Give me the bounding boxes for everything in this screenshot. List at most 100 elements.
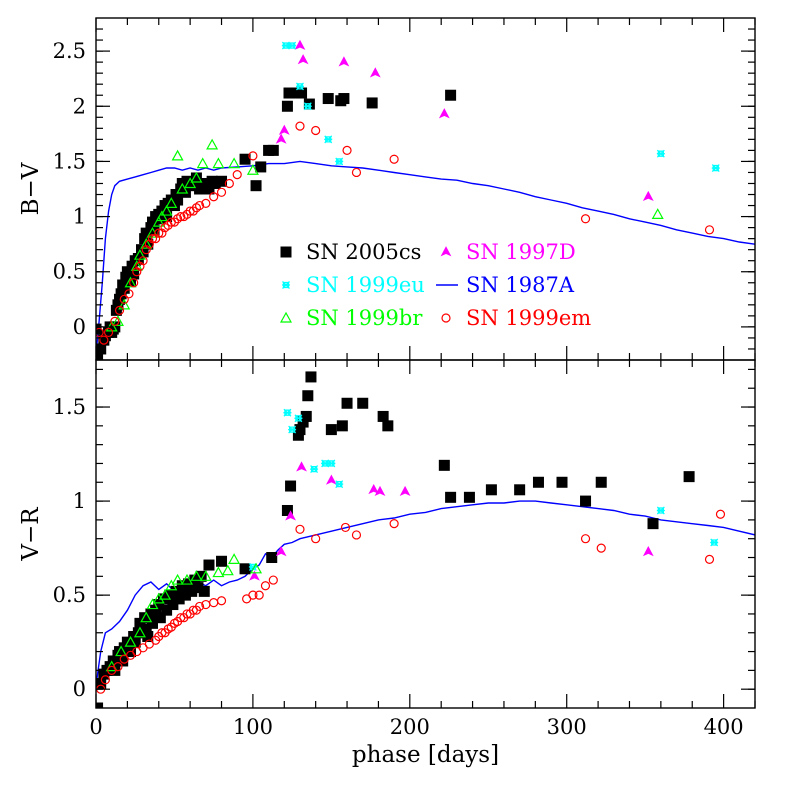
data-point-sn-2005cs xyxy=(239,153,251,165)
data-point-sn-1999em xyxy=(704,554,715,564)
data-point-sn-2005cs xyxy=(325,424,337,436)
data-point-sn-2005cs xyxy=(161,604,173,616)
data-point-sn-2005cs xyxy=(142,631,154,643)
data-point-sn-2005cs xyxy=(170,585,182,597)
data-point-sn-2005cs xyxy=(267,144,279,156)
data-point-sn-1999em xyxy=(254,590,264,600)
data-point-sn-1997d xyxy=(325,474,337,485)
data-point-sn-2005cs xyxy=(112,299,124,311)
data-point-sn-2005cs xyxy=(110,304,122,316)
data-point-sn-1999eu xyxy=(335,157,344,166)
data-point-sn-1997d xyxy=(294,39,306,50)
y-tick-label: 0.5 xyxy=(53,260,86,284)
data-point-sn-1999em xyxy=(580,534,591,544)
data-point-sn-1999em xyxy=(154,228,164,238)
data-point-sn-1999em xyxy=(124,289,134,299)
data-point-sn-1999em xyxy=(311,125,321,136)
data-point-sn-1999em xyxy=(129,278,139,288)
data-point-sn-2005cs xyxy=(296,87,308,99)
data-point-sn-2005cs xyxy=(250,180,262,192)
data-point-sn-2005cs xyxy=(168,200,180,212)
data-point-sn-2005cs xyxy=(139,233,151,245)
x-tick-label: 100 xyxy=(233,715,273,739)
data-point-sn-2005cs xyxy=(532,476,544,488)
data-point-sn-1999em xyxy=(176,211,186,222)
data-point-sn-1997d xyxy=(278,124,290,135)
data-point-sn-2005cs xyxy=(297,416,309,428)
data-point-sn-1999br xyxy=(155,210,168,222)
x-tick-label: 200 xyxy=(390,715,430,739)
data-point-sn-1997d xyxy=(438,108,450,119)
data-point-sn-2005cs xyxy=(96,678,107,690)
data-point-sn-2005cs xyxy=(255,161,267,173)
data-point-sn-1999em xyxy=(209,598,219,608)
data-point-sn-1999br xyxy=(152,215,165,227)
data-point-sn-2005cs xyxy=(167,599,179,611)
data-point-sn-1999br xyxy=(159,588,172,600)
data-point-sn-1999em xyxy=(119,294,129,304)
data-point-sn-2005cs xyxy=(216,175,228,187)
data-point-sn-1999br xyxy=(171,149,184,161)
data-point-sn-1999eu xyxy=(327,459,336,468)
data-point-sn-1999br xyxy=(124,276,137,288)
data-point-sn-1999em xyxy=(704,225,715,235)
data-point-sn-1999em xyxy=(311,534,321,544)
data-point-sn-2005cs xyxy=(283,87,295,99)
data-point-sn-2005cs xyxy=(115,288,127,300)
data-point-sn-2005cs xyxy=(190,172,202,184)
data-point-sn-1999em xyxy=(188,206,198,216)
data-point-sn-2005cs xyxy=(203,559,215,571)
data-point-sn-2005cs xyxy=(203,183,215,195)
data-point-sn-1999em xyxy=(138,256,148,266)
data-point-sn-2005cs xyxy=(195,570,207,582)
data-point-sn-1999br xyxy=(651,208,664,219)
plot-area xyxy=(96,39,755,360)
legend-swatch-sn-1999br xyxy=(279,311,293,323)
data-point-sn-1997d xyxy=(399,485,411,497)
data-point-sn-1999br xyxy=(212,566,225,578)
data-point-sn-1999br xyxy=(196,157,209,169)
data-point-sn-2005cs xyxy=(161,211,173,223)
data-point-sn-1999br xyxy=(180,573,194,585)
data-point-sn-2005cs xyxy=(114,293,126,305)
data-point-sn-1999br xyxy=(165,579,178,591)
data-point-sn-1999em xyxy=(110,316,120,326)
plot-frame xyxy=(95,359,756,709)
legend-swatch-sn-1997d xyxy=(440,246,452,257)
data-point-sn-1999em xyxy=(103,327,114,338)
data-point-sn-2005cs xyxy=(140,227,152,239)
data-point-sn-1999br xyxy=(221,564,234,576)
data-point-sn-2005cs xyxy=(336,420,348,432)
legend-swatch-sn-2005cs xyxy=(280,246,292,258)
data-point-sn-1999em xyxy=(151,234,161,244)
data-point-sn-1999br xyxy=(176,182,189,194)
data-point-sn-1999em xyxy=(132,267,142,277)
data-point-sn-1997d xyxy=(249,570,260,581)
data-point-sn-1997d xyxy=(369,67,381,78)
data-point-sn-1999eu xyxy=(248,562,257,571)
plot-area xyxy=(96,371,755,708)
data-point-sn-1999em xyxy=(201,198,211,208)
data-point-sn-2005cs xyxy=(132,253,144,265)
data-point-sn-1999eu xyxy=(288,425,297,434)
data-point-sn-2005cs xyxy=(198,585,210,597)
data-point-sn-2005cs xyxy=(154,612,166,624)
data-point-sn-2005cs xyxy=(96,702,104,708)
data-point-sn-2005cs xyxy=(118,282,130,294)
data-point-sn-2005cs xyxy=(146,216,158,228)
data-point-sn-1999em xyxy=(295,524,305,534)
data-point-sn-1999br xyxy=(228,553,241,564)
data-point-sn-1999eu xyxy=(656,506,665,515)
data-point-sn-1999em xyxy=(216,596,227,606)
legend-swatch-sn-1999eu xyxy=(282,281,290,289)
data-point-sn-1997d xyxy=(275,546,287,557)
data-point-sn-1999br xyxy=(199,570,212,581)
y-tick-label: 1 xyxy=(73,205,86,229)
data-point-sn-1997d xyxy=(338,56,350,67)
data-point-sn-2005cs xyxy=(595,476,607,488)
y-tick-label: 2 xyxy=(73,94,86,118)
data-point-sn-2005cs xyxy=(445,491,457,503)
data-point-sn-2005cs xyxy=(292,429,304,441)
data-point-sn-1999em xyxy=(113,662,123,672)
data-point-sn-2005cs xyxy=(165,194,177,206)
